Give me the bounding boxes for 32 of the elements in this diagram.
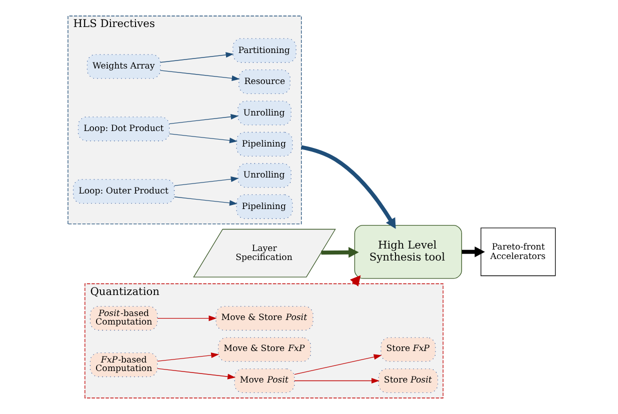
arrow <box>168 114 239 124</box>
node-box: FxP-based Computation <box>90 352 158 378</box>
arrow <box>157 368 236 380</box>
arrow <box>160 52 234 63</box>
node-box: Loop: Dot Product <box>78 116 170 142</box>
arrow <box>174 176 239 186</box>
arrow <box>462 246 485 258</box>
arrow <box>321 247 359 258</box>
arrow <box>160 70 240 82</box>
node-box: Store Posit <box>378 368 438 394</box>
node-box: Move & Store FxP <box>218 337 311 362</box>
node-box: Store FxP <box>380 337 436 362</box>
node-box: Loop: Outer Product <box>72 179 175 204</box>
arrow <box>168 134 238 144</box>
arrow <box>294 378 380 384</box>
node-box: Move Posit <box>234 368 295 394</box>
node-box: Unrolling <box>238 100 292 126</box>
node-box: High Level Synthesis tool <box>354 224 462 279</box>
node-box: Pareto-front Accelerators <box>480 228 556 276</box>
node-box: Pipelining <box>236 132 293 156</box>
node-box: Pipelining <box>236 194 293 219</box>
node-box: Move & Store Posit <box>216 306 314 331</box>
arrow <box>294 354 382 375</box>
node-box: Weights Array <box>86 54 161 79</box>
arrow <box>157 316 217 322</box>
arrow <box>174 196 238 206</box>
node-box: Posit-based Computation <box>90 306 158 331</box>
node-box: Partitioning <box>232 38 296 63</box>
node-box: Unrolling <box>238 163 292 188</box>
node-box: Resource <box>238 69 290 94</box>
arrow <box>300 145 396 229</box>
arrow <box>157 352 220 362</box>
